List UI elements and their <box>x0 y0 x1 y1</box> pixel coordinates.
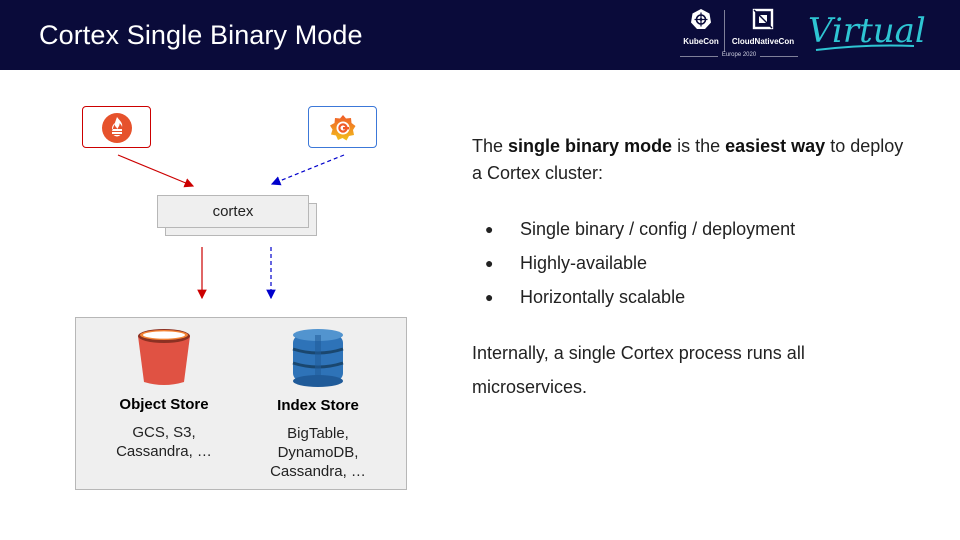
bucket-icon <box>138 329 190 385</box>
storage-panel: Object Store GCS, S3, Cassandra, … Index… <box>75 317 407 490</box>
brand-divider <box>724 10 725 52</box>
object-store-title: Object Store <box>119 396 209 413</box>
bullet-icon: ● <box>485 289 494 305</box>
prometheus-icon <box>102 113 132 143</box>
virtual-text: Virtual <box>808 11 926 51</box>
intro-text-1: The <box>472 136 509 156</box>
event-branding: KubeCon CloudNativeCon Europe 2020 Virtu… <box>680 8 940 64</box>
bullet-icon: ● <box>485 221 494 237</box>
list-item-text: Horizontally scalable <box>520 287 686 307</box>
feature-list: ● Single binary / config / deployment ● Hi… <box>472 212 912 314</box>
read-arrow-in <box>270 154 345 186</box>
intro-text-2: is the <box>672 136 726 156</box>
intro-paragraph: The single binary mode is the easiest wa… <box>472 133 912 187</box>
list-item-text: Single binary / config / deployment <box>520 219 796 239</box>
cloudnativecon-label: CloudNativeCon <box>731 37 795 46</box>
list-item: ● Highly-available <box>472 246 912 280</box>
index-store-desc: BigTable, DynamoDB, Cassandra, … <box>270 425 366 480</box>
list-item: ● Single binary / config / deployment <box>472 212 912 246</box>
slide-title: Cortex Single Binary Mode <box>39 20 363 50</box>
slide-header: Cortex Single Binary Mode KubeCon CloudN… <box>0 0 960 70</box>
intro-bold-2: easiest way <box>725 136 826 156</box>
object-store-desc: GCS, S3, Cassandra, … <box>116 424 212 460</box>
event-subtitle: Europe 2020 <box>680 52 798 58</box>
intro-bold-1: single binary mode <box>508 136 673 156</box>
kubecon-logo: KubeCon <box>680 8 722 46</box>
prometheus-box <box>82 106 151 148</box>
description-column: The single binary mode is the easiest wa… <box>472 133 912 404</box>
flow-arrows <box>117 154 345 300</box>
write-arrow-in <box>117 154 195 188</box>
object-store: Object Store GCS, S3, Cassandra, … <box>104 318 224 461</box>
database-icon <box>292 329 344 387</box>
intro-text-3: to deploy a Cortex cluster: <box>472 136 904 183</box>
bullet-icon: ● <box>485 255 494 271</box>
grafana-box <box>308 106 377 148</box>
outro-paragraph: Internally, a single Cortex process runs… <box>472 343 805 397</box>
list-item: ● Horizontally scalable <box>472 280 912 314</box>
list-item-text: Highly-available <box>520 253 648 273</box>
index-store-title: Index Store <box>277 397 359 414</box>
kubernetes-helm-icon <box>691 9 711 29</box>
grafana-icon <box>330 115 356 141</box>
cloudnativecon-logo: CloudNativeCon <box>728 8 798 46</box>
index-store: Index Store BigTable, DynamoDB, Cassandr… <box>258 318 378 481</box>
event-subtitle-text: Europe 2020 <box>717 52 761 58</box>
cncf-icon <box>752 8 774 30</box>
kubecon-label: KubeCon <box>683 37 719 46</box>
virtual-wordmark: Virtual <box>808 11 926 51</box>
cortex-box: cortex <box>157 195 309 228</box>
